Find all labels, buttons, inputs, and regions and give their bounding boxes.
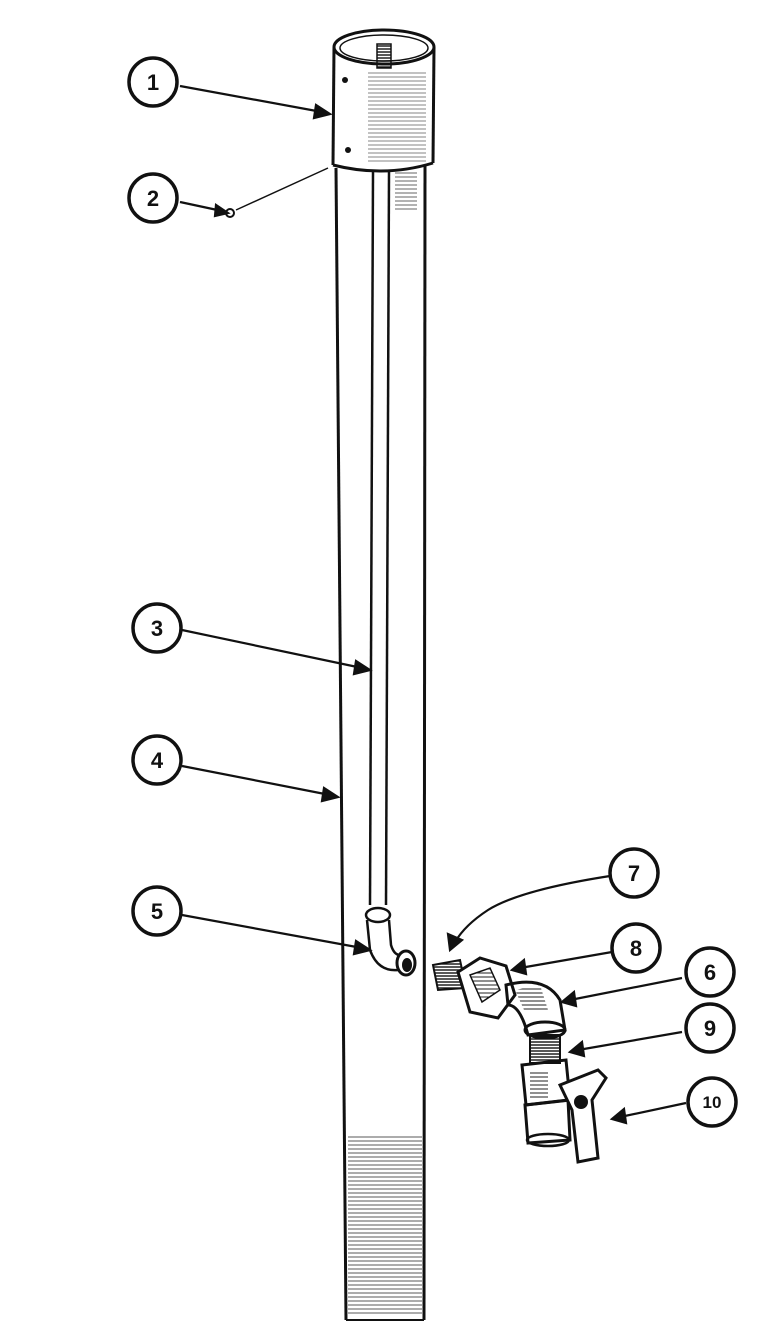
callout-2-label: 2 (147, 186, 159, 211)
callout-6-label: 6 (704, 960, 716, 985)
cap (331, 28, 436, 173)
callout-3: 3 (131, 602, 183, 654)
callout-10: 10 (686, 1076, 738, 1128)
callout-3-label: 3 (151, 616, 163, 641)
callout-1-label: 1 (147, 70, 159, 95)
callout-4-label: 4 (151, 748, 164, 773)
callout-5: 5 (131, 885, 183, 937)
callout-4: 4 (131, 734, 183, 786)
callout-10-label: 10 (703, 1093, 722, 1112)
callout-8: 8 (610, 922, 662, 974)
callout-1: 1 (127, 56, 179, 108)
callout-2: 2 (127, 172, 179, 224)
valve-body (523, 1068, 608, 1164)
callout-9-label: 9 (704, 1016, 716, 1041)
callout-5-label: 5 (151, 899, 163, 924)
valve-stem (520, 1034, 572, 1107)
callout-7-label: 7 (628, 861, 640, 886)
callout-6: 6 (684, 946, 736, 998)
hex-nut (456, 956, 517, 1020)
callout-7: 7 (608, 847, 660, 899)
inner-rod (368, 171, 391, 906)
inner-elbow (364, 906, 417, 977)
callout-9: 9 (684, 1002, 736, 1054)
tube (334, 164, 427, 1321)
leader-lines (179, 84, 687, 1125)
callout-8-label: 8 (630, 936, 642, 961)
